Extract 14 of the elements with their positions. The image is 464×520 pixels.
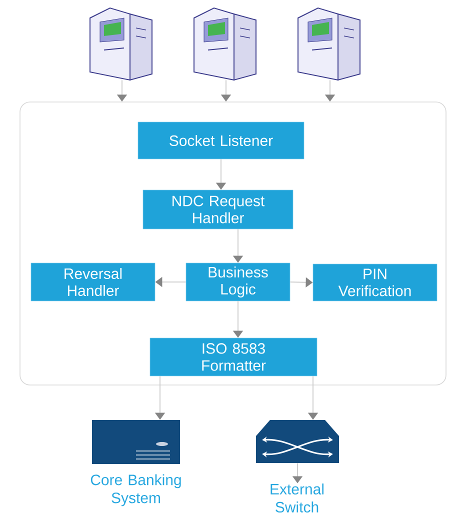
process-box: Socket Listener — [138, 122, 304, 160]
server-drawing — [92, 420, 180, 464]
atm-drawing — [194, 7, 256, 81]
process-box: Reversal Handler — [30, 262, 156, 302]
process-box: ISO 8583 Formatter — [150, 338, 318, 376]
atm-drawing — [90, 7, 152, 81]
process-box: NDC Request Handler — [142, 190, 294, 230]
switch-drawing — [256, 420, 339, 463]
node-label: External Switch — [270, 484, 324, 512]
process-box: Business Logic — [186, 262, 290, 302]
process-box: PIN Verification — [312, 264, 438, 302]
atm-drawing — [298, 7, 360, 81]
panel-frame — [20, 102, 446, 386]
node-label: Core Banking System — [90, 474, 181, 506]
